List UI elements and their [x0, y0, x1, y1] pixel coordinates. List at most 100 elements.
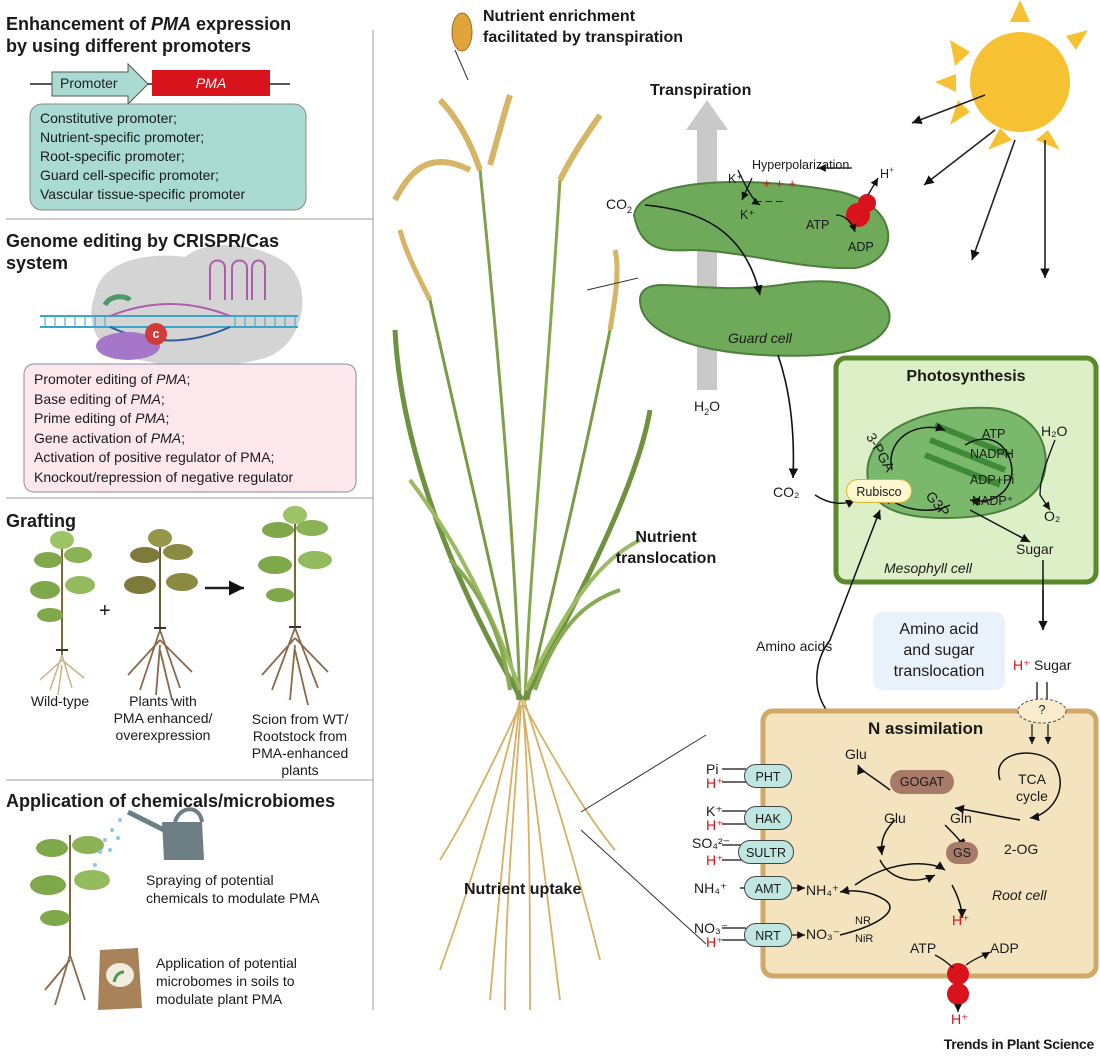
k-h-plus-label: H⁺ — [706, 817, 724, 833]
cas-protein-label: c — [152, 327, 160, 341]
translocation-box — [873, 612, 1005, 690]
crispr-item: Promoter editing of PMA; — [34, 371, 191, 387]
root-h-plus-label: H⁺ — [952, 912, 970, 928]
guard-cell-illustration — [632, 181, 891, 357]
rice-grain-icon — [451, 12, 473, 52]
crispr-illustration — [40, 244, 303, 367]
mesophyll-cell-label: Mesophyll cell — [884, 560, 972, 576]
promoter-list-box — [29, 103, 307, 211]
nutrient-translocation-label: Nutrient translocation — [615, 529, 717, 567]
amino-acids-label: Amino acids — [756, 638, 833, 654]
photo-h2o-label: H₂O — [1041, 423, 1068, 439]
glu-label: Glu — [884, 810, 906, 826]
sunlight-arrows — [911, 94, 1050, 278]
crispr-list: Promoter editing of PMA; Base editing of… — [34, 370, 293, 487]
nir-label: NiR — [855, 933, 874, 945]
crispr-item: Activation of positive regulator of PMA; — [34, 449, 275, 465]
h-plus-guard-label: H+ — [880, 165, 895, 182]
transpiration-label: Transpiration — [650, 82, 752, 99]
root-atp-label: ATP — [910, 940, 937, 956]
nh4-inner-label: NH₄⁺ — [806, 882, 840, 898]
promoter-section-title: Enhancement of PMA expression by using d… — [6, 14, 292, 56]
photosynthesis-title: Photosynthesis — [906, 368, 1026, 385]
grafting-plus: + — [99, 600, 111, 622]
grafting-title: Grafting — [6, 511, 76, 531]
nh4-ion-label: NH₄⁺ — [694, 880, 728, 896]
crispr-item: Prime editing of PMA; — [34, 410, 170, 426]
photo-co2-label: CO₂ — [773, 484, 800, 500]
gogat-enzyme: GOGAT — [890, 770, 954, 794]
guard-leader-line — [586, 277, 639, 291]
chemicals-title: Application of chemicals/microbiomes — [6, 791, 336, 811]
sprayed-plant-illustration — [30, 835, 110, 1006]
nutrient-enrichment-label: Nutrient enrichment facilitated by trans… — [483, 8, 684, 46]
chloroplast-icon — [866, 406, 1047, 520]
pi-ion-label: Pi — [706, 761, 719, 777]
k-ion-label: K⁺ — [706, 803, 723, 819]
root-h-plus-out-label: H⁺ — [951, 1011, 969, 1027]
k-plus-inner-label: K⁺ — [740, 208, 755, 222]
co2-guard-label: CO2 — [606, 196, 633, 215]
h2o-guard-label: H2O — [694, 398, 721, 417]
crispr-item: Gene activation of PMA; — [34, 429, 185, 446]
transporter-pht: PHT — [744, 764, 792, 788]
enhanced-plant-label: Plants with PMA enhanced/ overexpression — [113, 693, 213, 743]
two-og-label: 2-OG — [1004, 841, 1039, 857]
pma-gene-label: PMA — [195, 75, 227, 91]
crispr-item: Knockout/repression of negative regulato… — [34, 468, 294, 485]
root-leader-bottom — [580, 829, 707, 945]
promoter-item: Nutrient-specific promoter; — [40, 129, 205, 145]
scion-plant-illustration — [258, 506, 332, 706]
promoter-item: Root-specific promoter; — [40, 148, 185, 164]
guard-cell-label: Guard cell — [728, 330, 792, 346]
promoter-label: Promoter — [60, 75, 118, 91]
root-leader-top — [580, 734, 707, 813]
no3-inner-label: NO₃⁻ — [806, 926, 841, 942]
photo-o2-label: O₂ — [1044, 508, 1061, 524]
sugar-transporter-icon — [1017, 698, 1067, 724]
amino-acids-arrow — [816, 509, 881, 716]
so4-h-plus-label: H⁺ — [706, 852, 724, 868]
nr-label: NR — [855, 915, 871, 927]
transporter-nrt: NRT — [744, 923, 792, 947]
guard-cell-pump-icon — [846, 194, 876, 227]
tca-cycle-arrow — [997, 752, 1061, 822]
co2-down-arrow — [777, 354, 799, 479]
photo-atp-label: ATP — [982, 427, 1006, 441]
photo-nadph-label: NADPH — [970, 447, 1014, 461]
transporter-hak: HAK — [744, 806, 792, 830]
thylakoid-stacks-icon — [923, 422, 1012, 488]
root-proton-pump-icon — [947, 963, 969, 1005]
wildtype-plant-illustration — [30, 531, 95, 696]
crispr-item: Base editing of PMA; — [34, 390, 165, 407]
promoter-construct — [30, 62, 290, 106]
soil-bag-icon — [98, 948, 142, 1010]
photo-sugar-label: Sugar — [1016, 541, 1054, 557]
rubisco-enzyme: Rubisco — [846, 479, 912, 503]
gln-label: Gln — [950, 810, 972, 826]
photo-nadp-label: NADP⁺ — [972, 494, 1014, 508]
n-assimilation-title: N assimilation — [868, 719, 984, 738]
photo-adp-pi-label: ADP+Pi — [970, 473, 1015, 487]
pi-h-plus-label: H⁺ — [706, 775, 724, 791]
promoter-list: Constitutive promoter; Nutrient-specific… — [40, 109, 245, 204]
root-cell-label: Root cell — [992, 887, 1047, 903]
spraying-label: Spraying of potential chemicals to modul… — [146, 872, 320, 906]
unknown-transporter-label: ? — [1038, 703, 1046, 717]
scion-plant-label: Scion from WT/ Rootstock from PMA-enhanc… — [251, 711, 349, 778]
promoter-item: Vascular tissue-specific promoter — [40, 186, 246, 202]
negative-charges: – – – — [755, 194, 783, 208]
root-adp-label: ADP — [990, 940, 1019, 956]
transporter-amt: AMT — [744, 876, 792, 900]
wildtype-label: Wild-type — [30, 693, 90, 709]
tca-cycle-label: TCA cycle — [1016, 771, 1048, 804]
co2-in-arrow — [644, 204, 763, 296]
nutrient-uptake-label: Nutrient uptake — [464, 881, 582, 898]
no3-ion-label: NO₃⁻ — [694, 920, 729, 936]
translocation-box-label: Amino acid and sugar translocation — [893, 621, 985, 680]
so4-ion-label: SO₄²⁻ — [692, 835, 730, 851]
promoter-item: Guard cell-specific promoter; — [40, 167, 219, 183]
watering-can-icon — [93, 807, 204, 867]
